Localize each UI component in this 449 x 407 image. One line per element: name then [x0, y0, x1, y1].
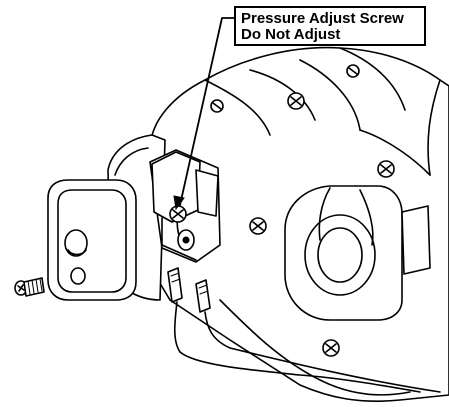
switch-wires	[167, 267, 441, 393]
cap-hole-lower	[70, 267, 86, 285]
motor-screw-1	[210, 99, 224, 113]
housing-screw-3	[249, 217, 267, 235]
callout-line-1: Pressure Adjust Screw	[241, 10, 404, 27]
pressure-adjust-screw	[169, 205, 195, 251]
housing-screw-2	[377, 160, 395, 178]
callout-line-2: Do Not Adjust	[241, 26, 341, 43]
inlet-port	[284, 185, 403, 321]
motor-screw-2	[346, 64, 360, 78]
pressure-adjust-callout: Pressure Adjust Screw Do Not Adjust	[234, 6, 426, 46]
cap-screw	[14, 277, 45, 297]
housing-screw-1	[287, 92, 305, 110]
switch-cover-cap	[47, 179, 137, 301]
cap-hole-upper	[64, 229, 88, 257]
housing-lower-contour	[219, 299, 411, 396]
housing-tab	[401, 205, 431, 275]
callout-leader	[173, 17, 237, 211]
housing-screw-5	[322, 339, 340, 357]
